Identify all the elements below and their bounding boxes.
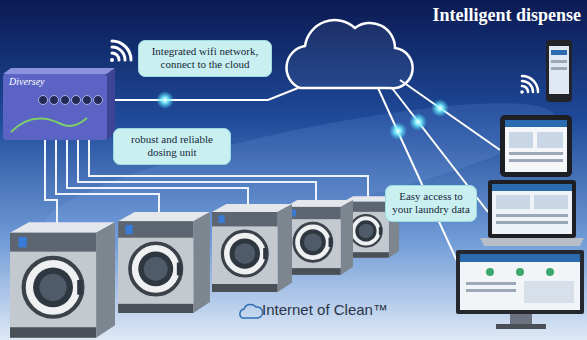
phone-body [546,40,572,102]
callout-box: Integrated wifi network, connect to the … [138,40,272,77]
laptop-base [480,238,584,246]
phone-screen [549,46,569,94]
status-dot [516,268,524,276]
screen-bar [460,254,580,262]
wifi-arc [112,47,125,60]
washing-machines [10,196,399,338]
monitor-stand [510,314,532,324]
dosing-port [39,96,48,105]
phone [546,40,572,102]
wifi-arc [112,53,119,60]
leaf-swirl [11,118,87,132]
network-line [115,88,298,100]
page-title: Intelligent dispense [432,5,581,26]
dosing-port [61,96,70,105]
tablet-screen [505,120,567,172]
screen-panel [524,281,574,303]
wifi-arc [112,41,131,60]
status-dot [546,268,554,276]
screen-panel [534,195,568,209]
wifi-dot [110,58,114,62]
glow-dot [156,91,174,109]
wifi-dot [520,90,524,94]
monitor [456,250,584,329]
screen-row [466,289,516,292]
glow-dot [431,99,449,117]
glow-dot [389,122,407,140]
wifi-arc [522,81,533,92]
dosing-port [72,96,81,105]
callout-box: Easy access to your laundry data [385,185,477,222]
wifi-arc [522,86,528,92]
screen-row [466,282,516,285]
unit-front [3,74,107,140]
node-text: robust and reliable dosing unit [120,133,224,159]
washing-machine [285,200,353,275]
screen-row [509,152,563,155]
screen-row [496,214,568,217]
washing-machine [10,222,115,338]
screen-panel [537,132,563,148]
monitor-frame [456,250,584,314]
screen-bar [492,184,572,191]
wifi-arc [522,76,538,92]
screen-row [509,159,563,162]
screen-row [551,67,567,70]
laptop-lid [488,180,576,238]
screen-bar [505,120,567,127]
brand-label: Internet of Clean™ [262,301,388,318]
unit-side [107,68,115,140]
screen-row [496,221,568,224]
monitor-base [496,324,546,329]
node-text: Integrated wifi network, connect to the … [145,45,265,71]
washing-machine [212,204,292,292]
callout-box: robust and reliable dosing unit [113,128,231,165]
wifi-icon [110,41,131,62]
wifi-icon [520,76,538,94]
screen-row [551,60,567,63]
status-dot [486,268,494,276]
unit-top [3,68,115,74]
screen-bar [551,50,567,55]
cloud-icon [287,20,413,88]
laptop [480,180,584,246]
tablet [500,115,572,177]
screen-panel [496,195,530,209]
monitor-screen [460,254,580,310]
washing-machine [118,212,210,313]
dosing-port [50,96,59,105]
screen-panel [509,132,533,148]
network-line [400,80,500,150]
tablet-body [500,115,572,177]
glow-dot [409,113,427,131]
brand-cloud-icon [240,304,263,318]
node-text: Diversey [9,76,45,87]
dosing-port [83,96,92,105]
laptop-screen [492,184,572,234]
dosing-unit: Diversey [3,68,115,140]
node-text: Easy access to your laundry data [392,190,470,216]
dosing-port [94,96,103,105]
